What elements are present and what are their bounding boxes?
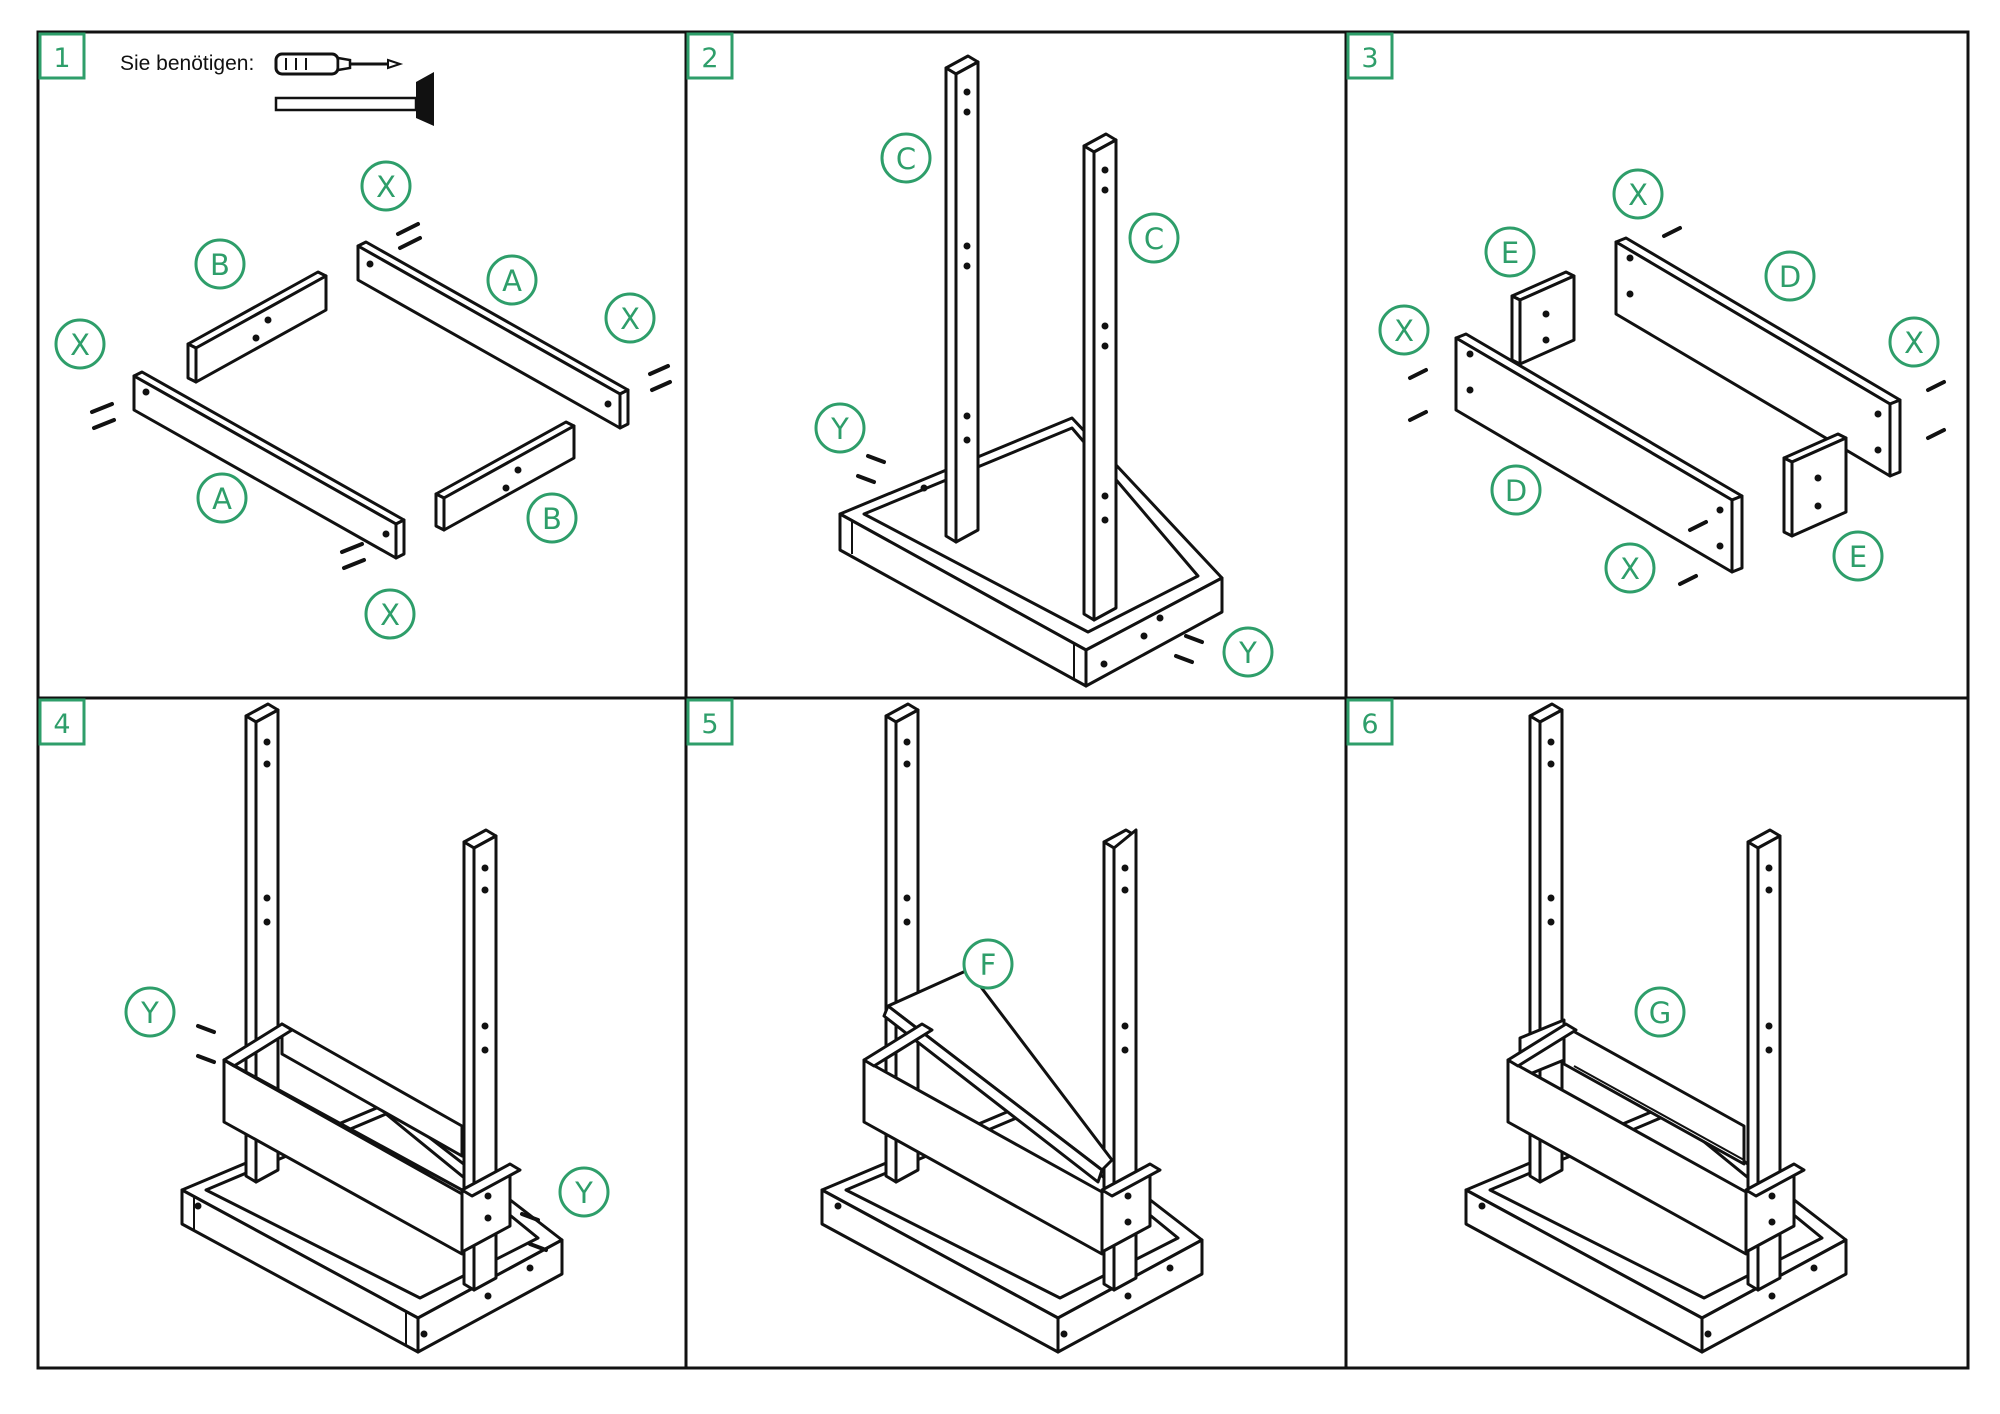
callout-x: X [1612,168,1664,220]
callout-e: E [1484,226,1536,278]
screws-y [856,454,1204,664]
svg-text:B: B [542,502,562,536]
svg-text:D: D [1779,260,1801,294]
svg-text:D: D [1505,474,1527,508]
svg-text:X: X [380,598,400,632]
callout-b: B [194,238,246,290]
part-a-left [132,370,406,560]
svg-text:A: A [212,482,232,516]
svg-text:G: G [1649,996,1671,1030]
part-a-right [356,240,630,430]
callout-a: A [196,472,248,524]
svg-text:X: X [1620,552,1640,586]
callout-g: G [1634,986,1686,1038]
svg-text:F: F [980,948,997,982]
callout-y: Y [558,1166,610,1218]
tools-label: Sie benötigen: [120,52,254,75]
svg-text:5: 5 [701,709,718,740]
svg-text:Y: Y [140,996,159,1030]
step-number-4: 4 [38,698,86,746]
step-4-illustration: Y Y [124,702,610,1354]
callout-f: F [962,938,1014,990]
step-number-3: 3 [1346,32,1394,80]
step-2-illustration: C C Y Y [814,54,1274,688]
part-d-front [1454,332,1744,574]
svg-text:Y: Y [830,412,849,446]
part-b-upper [186,270,328,384]
callout-x: X [1604,542,1656,594]
svg-text:E: E [1501,236,1519,270]
screws-x [1408,226,1946,586]
callout-d: D [1490,464,1542,516]
callout-x: X [1378,304,1430,356]
part-d-back [1614,236,1902,478]
step-number-6: 6 [1346,698,1394,746]
callout-a: A [486,254,538,306]
callout-y: Y [124,986,176,1038]
svg-text:X: X [1628,178,1648,212]
callout-x: X [1888,316,1940,368]
part-e-back [1510,270,1576,366]
step-number-1: 1 [38,32,86,80]
hammer-icon [274,72,434,126]
screws-x [90,222,672,570]
step-5-illustration: F [820,702,1204,1354]
callout-d: D [1764,250,1816,302]
callout-y: Y [1222,626,1274,678]
part-c-left [944,54,980,544]
svg-text:E: E [1849,540,1867,574]
callout-y: Y [814,402,866,454]
panel-grid [36,30,1970,1370]
callout-x: X [360,160,412,212]
callout-c: C [1128,212,1180,264]
svg-text:B: B [210,248,230,282]
step-number-5: 5 [686,698,734,746]
svg-text:X: X [1904,326,1924,360]
svg-text:A: A [502,264,522,298]
step-number-2: 2 [686,32,734,80]
svg-text:2: 2 [701,43,718,74]
svg-text:1: 1 [53,43,70,74]
svg-text:C: C [896,142,916,176]
part-e-front [1782,432,1848,538]
part-f [882,968,1114,1184]
screws-y [196,1024,548,1252]
callout-x: X [54,318,106,370]
screwdriver-icon [274,52,404,76]
part-c-right [1082,132,1118,622]
svg-text:X: X [376,170,396,204]
callout-x: X [364,588,416,640]
svg-text:X: X [1394,314,1414,348]
part-b-lower [434,420,576,532]
base-frame [838,416,1224,688]
svg-text:C: C [1144,222,1164,256]
svg-text:3: 3 [1361,43,1378,74]
step-6-illustration: G [1464,702,1848,1354]
svg-text:X: X [620,302,640,336]
svg-text:X: X [70,328,90,362]
callout-c: C [880,132,932,184]
svg-text:Y: Y [1238,636,1257,670]
callout-e: E [1832,530,1884,582]
svg-text:4: 4 [53,709,70,740]
step-1-illustration: X B A X X A B X [54,160,672,640]
svg-text:6: 6 [1361,709,1378,740]
callout-x: X [604,292,656,344]
callout-b: B [526,492,578,544]
step-3-illustration: X E D X X D E X [1378,168,1946,594]
svg-text:Y: Y [574,1176,593,1210]
